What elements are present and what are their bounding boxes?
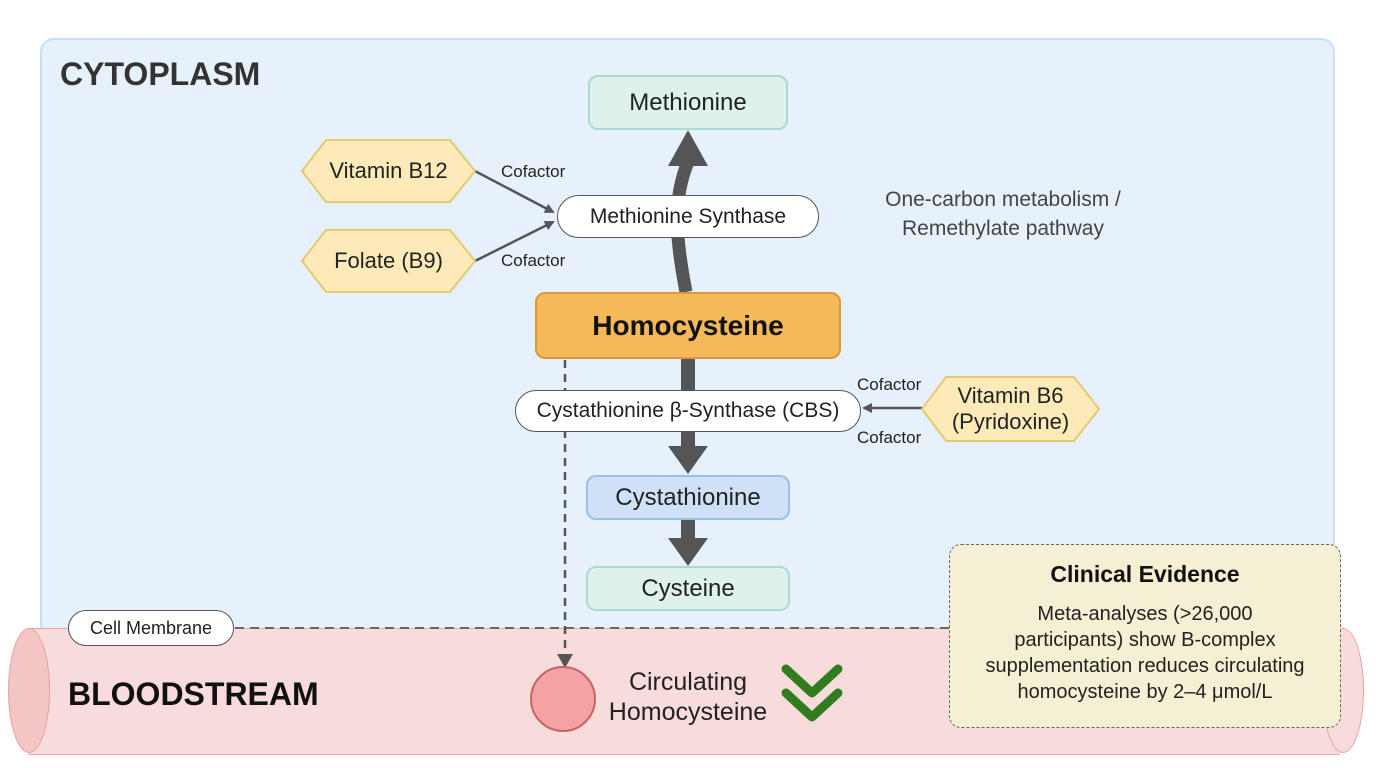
folate-cofactor-label: Cofactor xyxy=(501,251,566,270)
vitamin-b12-label: Vitamin B12 xyxy=(329,157,448,183)
cystathionine-arrowhead xyxy=(668,446,708,474)
vitamin-b6-label: Vitamin B6 (Pyridoxine) xyxy=(951,382,1070,434)
folate-hexagon xyxy=(300,229,477,293)
clinical-evidence-title: Clinical Evidence xyxy=(1050,561,1240,587)
cystathionine-node: Cystathionine xyxy=(586,475,790,520)
transsulfuration-shaft-1 xyxy=(681,358,695,394)
double-chevron-down-icon xyxy=(781,664,843,722)
export-arrowhead xyxy=(557,654,573,668)
cysteine-shaft xyxy=(681,520,695,540)
circulating-homocysteine-label: Circulating Homocysteine xyxy=(608,668,768,726)
vitamin-b12-hexagon xyxy=(300,139,477,203)
methionine-node: Methionine xyxy=(588,75,788,130)
cysteine-arrowhead xyxy=(668,538,708,566)
cytoplasm-title: CYTOPLASM xyxy=(60,56,261,92)
remethylation-arrowhead xyxy=(668,130,708,166)
vitamin-b6-hexagon xyxy=(920,376,1101,442)
folate-label: Folate (B9) xyxy=(334,247,443,273)
bloodstream-cap-left xyxy=(8,628,50,753)
transsulfuration-shaft-2 xyxy=(681,430,695,446)
cell-membrane-label: Cell Membrane xyxy=(68,610,234,646)
homocysteine-node: Homocysteine xyxy=(535,292,841,359)
clinical-evidence-body: Meta-analyses (>26,000 participants) sho… xyxy=(985,603,1305,703)
cysteine-node: Cysteine xyxy=(586,566,790,611)
b12-cofactor-label: Cofactor xyxy=(501,162,566,181)
bloodstream-title: BLOODSTREAM xyxy=(68,676,319,712)
clinical-evidence-box: Clinical Evidence Meta-analyses (>26,000… xyxy=(949,544,1341,728)
b6-cofactor-label-top: Cofactor xyxy=(857,375,922,394)
cbs-enzyme: Cystathionine β-Synthase (CBS) xyxy=(515,390,861,432)
folate-cofactor-arrow xyxy=(474,220,555,263)
red-circle-icon xyxy=(530,666,596,732)
b12-cofactor-arrow xyxy=(474,169,555,214)
methionine-synthase-enzyme: Methionine Synthase xyxy=(557,195,819,238)
pathway-note: One-carbon metabolism / Remethylate path… xyxy=(885,188,1121,241)
b6-cofactor-label-bottom: Cofactor xyxy=(857,428,922,447)
